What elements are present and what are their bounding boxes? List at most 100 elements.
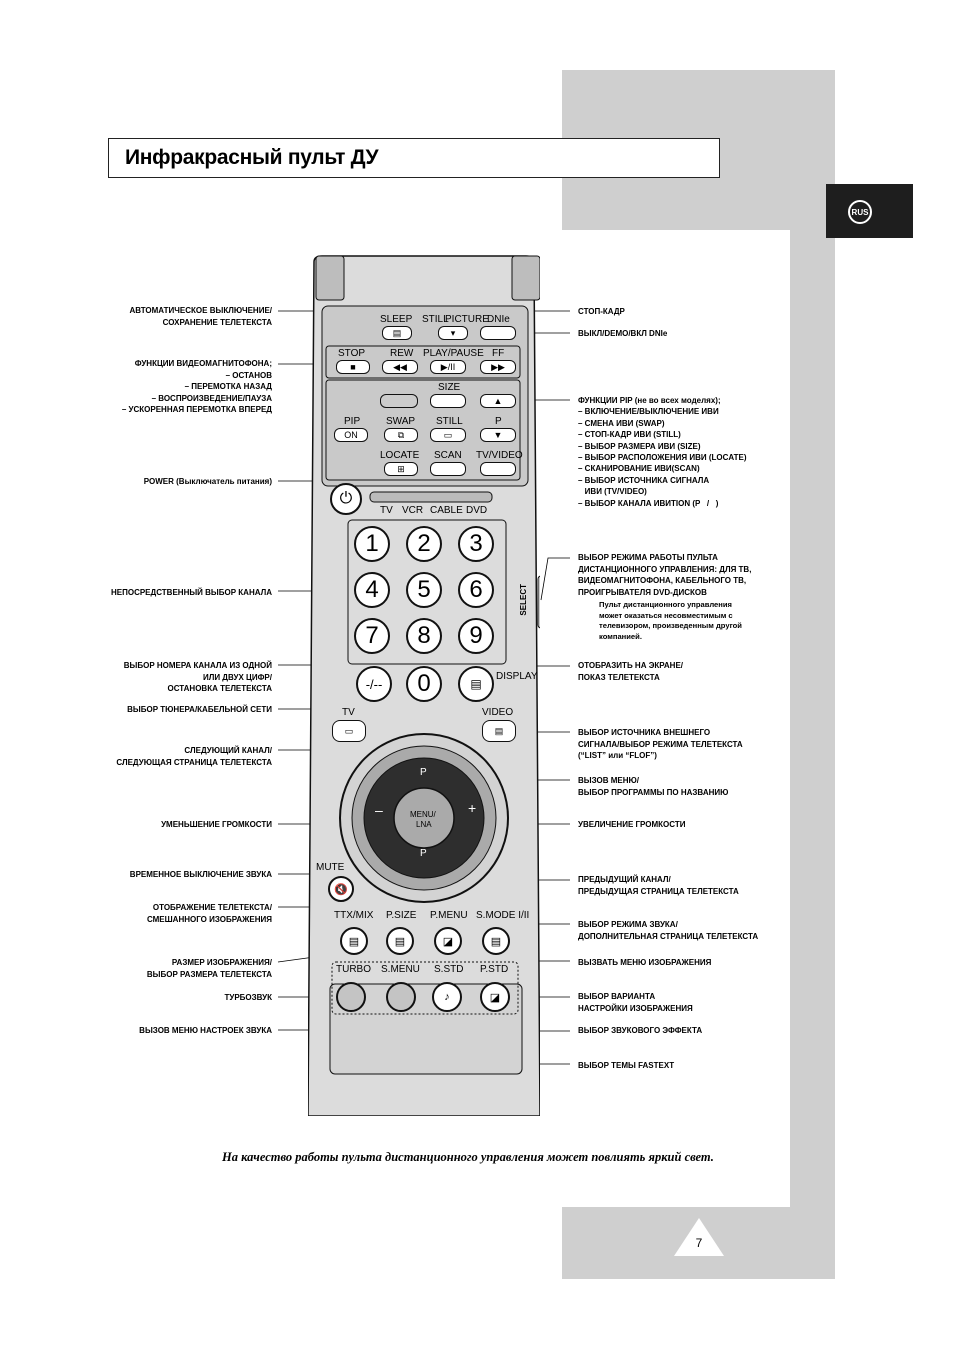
smenu-button[interactable] bbox=[386, 982, 416, 1012]
swap-button[interactable]: ⧉ bbox=[384, 428, 418, 442]
size-label: SIZE bbox=[438, 382, 461, 393]
num-3-button[interactable]: 3 bbox=[458, 526, 494, 562]
mute-label: MUTE bbox=[316, 862, 345, 873]
turbo-label: TURBO bbox=[336, 964, 371, 975]
remote-control: SLEEP STILL PICTURE DNIe ▤ ▾ STOP REW PL… bbox=[308, 254, 540, 1116]
label-dnie: ВЫКЛ/DEMO/ВКЛ DNIe bbox=[578, 329, 668, 338]
blank-button[interactable] bbox=[380, 394, 418, 408]
label-prev-channel: ПРЕДЫДУЩИЙ КАНАЛ/ ПРЕДЫДУЩАЯ СТРАНИЦА ТЕ… bbox=[578, 875, 739, 896]
locate-button[interactable]: ⊞ bbox=[384, 462, 418, 476]
num-8-button[interactable]: 8 bbox=[406, 618, 442, 654]
size-button[interactable] bbox=[430, 394, 466, 408]
rew-button[interactable]: ◀◀ bbox=[382, 360, 418, 374]
play-label: PLAY/PAUSE bbox=[423, 348, 484, 359]
display-label: DISPLAY bbox=[496, 671, 538, 682]
num-1-button[interactable]: 1 bbox=[354, 526, 390, 562]
dnie-button[interactable] bbox=[480, 326, 516, 340]
pmenu-label: P.MENU bbox=[430, 910, 468, 921]
play-pause-button[interactable]: ▶/II bbox=[430, 360, 466, 374]
label-tuner: ВЫБОР ТЮНЕРА/КАБЕЛЬНОЙ СЕТИ bbox=[127, 705, 272, 714]
smode-button[interactable]: ▤ bbox=[482, 927, 510, 955]
video-label: VIDEO bbox=[482, 707, 514, 718]
locate-label: LOCATE bbox=[380, 450, 420, 461]
tv-label: TV bbox=[342, 707, 355, 718]
menu-label-1[interactable]: MENU/ bbox=[410, 810, 436, 819]
still-button[interactable]: ▾ bbox=[438, 326, 468, 340]
tv-video-label: TV/VIDEO bbox=[476, 450, 523, 461]
pip-on-button[interactable]: ON bbox=[334, 428, 368, 442]
label-still: СТОП-КАДР bbox=[578, 307, 625, 316]
tv-video-button[interactable] bbox=[480, 462, 516, 476]
num-7-button[interactable]: 7 bbox=[354, 618, 390, 654]
label-select-mode: ВЫБОР РЕЖИМА РАБОТЫ ПУЛЬТА ДИСТАНЦИОННОГ… bbox=[578, 553, 752, 597]
pip-still-label: STILL bbox=[436, 416, 463, 427]
ff-button[interactable]: ▶▶ bbox=[480, 360, 516, 374]
num-5-button[interactable]: 5 bbox=[406, 572, 442, 608]
label-sleep: АВТОМАТИЧЕСКОЕ ВЫКЛЮЧЕНИЕ/ СОХРАНЕНИЕ ТЕ… bbox=[129, 306, 272, 327]
num-0-button[interactable]: 0 bbox=[406, 666, 442, 702]
p-up-button[interactable]: ▲ bbox=[480, 394, 516, 408]
sleep-label: SLEEP bbox=[380, 314, 413, 325]
sstd-button[interactable]: ♪ bbox=[432, 982, 462, 1012]
label-channel-digits: ВЫБОР НОМЕРА КАНАЛА ИЗ ОДНОЙ ИЛИ ДВУХ ЦИ… bbox=[123, 661, 272, 693]
still-label: STILL bbox=[422, 314, 449, 325]
num-2-button[interactable]: 2 bbox=[406, 526, 442, 562]
dnie-label: DNIe bbox=[487, 314, 510, 325]
pip-still-button[interactable]: ▭ bbox=[430, 428, 466, 442]
label-volume-up: УВЕЛИЧЕНИЕ ГРОМКОСТИ bbox=[578, 820, 686, 829]
video-button[interactable]: ▤ bbox=[482, 720, 516, 742]
power-button[interactable]: ⏻ bbox=[330, 483, 362, 515]
smode-label: S.MODE I/II bbox=[476, 910, 530, 921]
swap-label: SWAP bbox=[386, 416, 416, 427]
sleep-button[interactable]: ▤ bbox=[382, 326, 412, 340]
num-6-button[interactable]: 6 bbox=[458, 572, 494, 608]
volume-up-nav[interactable]: + bbox=[468, 800, 477, 816]
mode-vcr: VCR bbox=[402, 505, 424, 516]
label-pstd: ВЫБОР ВАРИАНТА НАСТРОЙКИ ИЗОБРАЖЕНИЯ bbox=[578, 992, 693, 1013]
pip-label: PIP bbox=[344, 416, 361, 427]
picture-label: PICTURE bbox=[445, 314, 489, 325]
scan-button[interactable] bbox=[430, 462, 466, 476]
label-direct-channel: НЕПОСРЕДСТВЕННЫЙ ВЫБОР КАНАЛА bbox=[110, 588, 272, 597]
mode-tv: TV bbox=[380, 505, 393, 516]
smenu-label: S.MENU bbox=[381, 964, 420, 975]
p-down-button[interactable]: ▼ bbox=[480, 428, 516, 442]
page-number: 7 bbox=[695, 1236, 703, 1250]
ff-label: FF bbox=[492, 348, 505, 359]
tv-button[interactable]: ▭ bbox=[332, 720, 366, 742]
ttx-label: TTX/MIX bbox=[334, 910, 374, 921]
label-turbo: ТУРБОЗВУК bbox=[224, 993, 272, 1002]
psize-button[interactable]: ▤ bbox=[386, 927, 414, 955]
label-pmenu: ВЫЗВАТЬ МЕНЮ ИЗОБРАЖЕНИЯ bbox=[578, 958, 712, 967]
p-down-nav[interactable]: P bbox=[420, 848, 427, 859]
pstd-button[interactable]: ◪ bbox=[480, 982, 510, 1012]
turbo-button[interactable] bbox=[336, 982, 366, 1012]
label-vcr-functions: ФУНКЦИИ ВИДЕОМАГНИТОФОНА; – ОСТАНОВ – ПЕ… bbox=[121, 359, 272, 414]
label-compat-note: Пульт дистанционного управления может ок… bbox=[599, 600, 742, 641]
pstd-label: P.STD bbox=[480, 964, 509, 975]
stop-label: STOP bbox=[338, 348, 366, 359]
display-button[interactable]: ▤ bbox=[458, 666, 494, 702]
label-menu: ВЫЗОВ МЕНЮ/ ВЫБОР ПРОГРАММЫ ПО НАЗВАНИЮ bbox=[578, 776, 729, 797]
num-9-button[interactable]: 9 bbox=[458, 618, 494, 654]
label-display: ОТОБРАЗИТЬ НА ЭКРАНЕ/ ПОКАЗ ТЕЛЕТЕКСТА bbox=[578, 661, 684, 682]
label-pip-functions: ФУНКЦИИ PIP (не во всех моделях); – ВКЛЮ… bbox=[578, 396, 747, 508]
num-4-button[interactable]: 4 bbox=[354, 572, 390, 608]
psize-label: P.SIZE bbox=[386, 910, 417, 921]
label-smenu: ВЫЗОВ МЕНЮ НАСТРОЕК ЗВУКА bbox=[139, 1026, 272, 1035]
label-video-source: ВЫБОР ИСТОЧНИКА ВНЕШНЕГО СИГНАЛА/ВЫБОР Р… bbox=[578, 728, 743, 760]
pmenu-button[interactable]: ◪ bbox=[434, 927, 462, 955]
label-power: POWER (Выключатель питания) bbox=[143, 477, 272, 486]
sstd-label: S.STD bbox=[434, 964, 464, 975]
rew-label: REW bbox=[390, 348, 414, 359]
label-fastext: ВЫБОР ТЕМЫ FASTEXT bbox=[578, 1061, 675, 1070]
p-up-nav[interactable]: P bbox=[420, 767, 427, 778]
mode-cable: CABLE bbox=[430, 505, 463, 516]
stop-button[interactable]: ■ bbox=[336, 360, 370, 374]
mute-button[interactable]: 🔇 bbox=[328, 876, 354, 902]
menu-label-2[interactable]: LNA bbox=[416, 820, 432, 829]
dash-button[interactable]: -/-- bbox=[356, 666, 392, 702]
label-sound-mode: ВЫБОР РЕЖИМА ЗВУКА/ ДОПОЛНИТЕЛЬНАЯ СТРАН… bbox=[578, 920, 759, 941]
volume-down-nav[interactable]: – bbox=[375, 802, 383, 818]
ttx-mix-button[interactable]: ▤ bbox=[340, 927, 368, 955]
